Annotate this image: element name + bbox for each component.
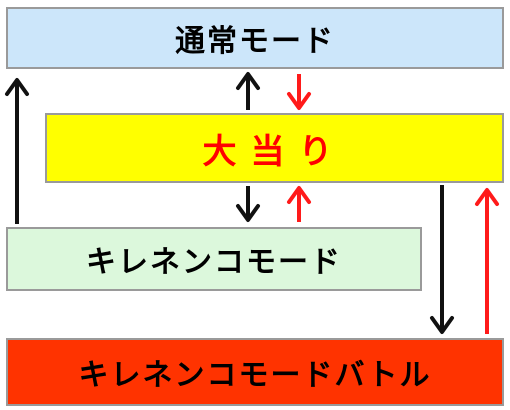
arrow-kirenenko-to-normal	[5, 78, 29, 224]
arrow-jackpot-to-normal	[236, 72, 260, 110]
arrow-jackpot-to-kirenenko	[236, 186, 260, 222]
arrow-jackpot-to-battle	[430, 185, 454, 334]
kirenenko-battle-box: キレネンコモードバトル	[6, 338, 504, 406]
kirenenko-mode-box: キレネンコモード	[6, 227, 422, 291]
kirenenko-battle-label: キレネンコモードバトル	[78, 358, 432, 393]
arrow-normal-to-jackpot	[287, 74, 311, 110]
jackpot-label: 大当り	[202, 131, 347, 172]
arrow-kirenenko-to-jackpot	[287, 186, 311, 222]
jackpot-box: 大当り	[45, 113, 504, 183]
arrow-battle-to-jackpot	[475, 188, 499, 334]
normal-mode-label: 通常モード	[175, 24, 335, 59]
kirenenko-mode-label: キレネンコモード	[86, 245, 342, 280]
normal-mode-box: 通常モード	[6, 7, 504, 69]
